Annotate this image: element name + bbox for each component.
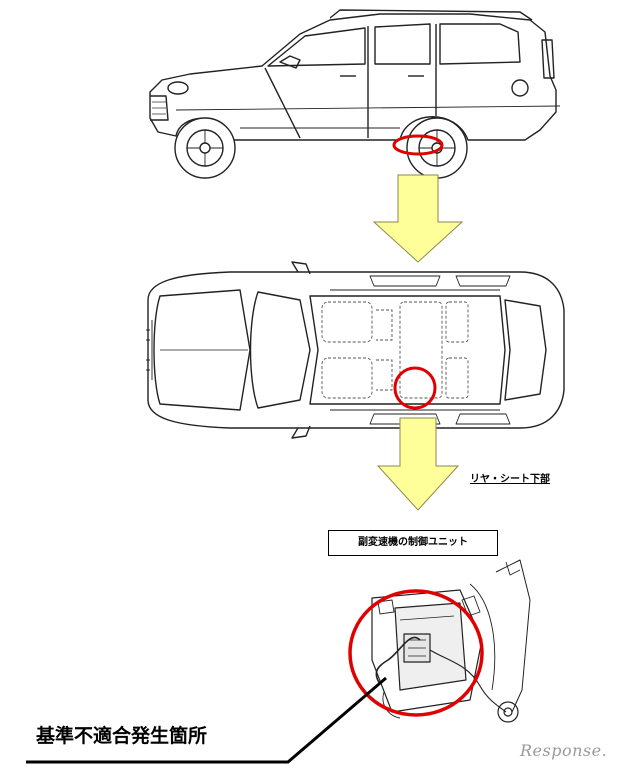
side-highlight-ellipse — [392, 134, 444, 156]
suv-top-view — [146, 261, 565, 439]
defect-location-label: 基準不適合発生箇所 — [36, 725, 208, 747]
rear-seat-under-label: リヤ・シート下部 — [470, 474, 550, 485]
response-watermark: Response. — [520, 741, 608, 760]
suv-side-view — [149, 9, 561, 179]
control-unit-label: 副変速機の制御ユニット — [328, 530, 498, 556]
top-highlight-circle — [393, 366, 437, 410]
interior-seats-dashed — [321, 301, 469, 399]
defect-leader-line — [26, 676, 387, 764]
control-unit-illustration — [371, 559, 531, 723]
down-arrow-1 — [372, 174, 464, 263]
down-arrow-2 — [376, 417, 460, 511]
unit-highlight-circle — [348, 589, 484, 717]
